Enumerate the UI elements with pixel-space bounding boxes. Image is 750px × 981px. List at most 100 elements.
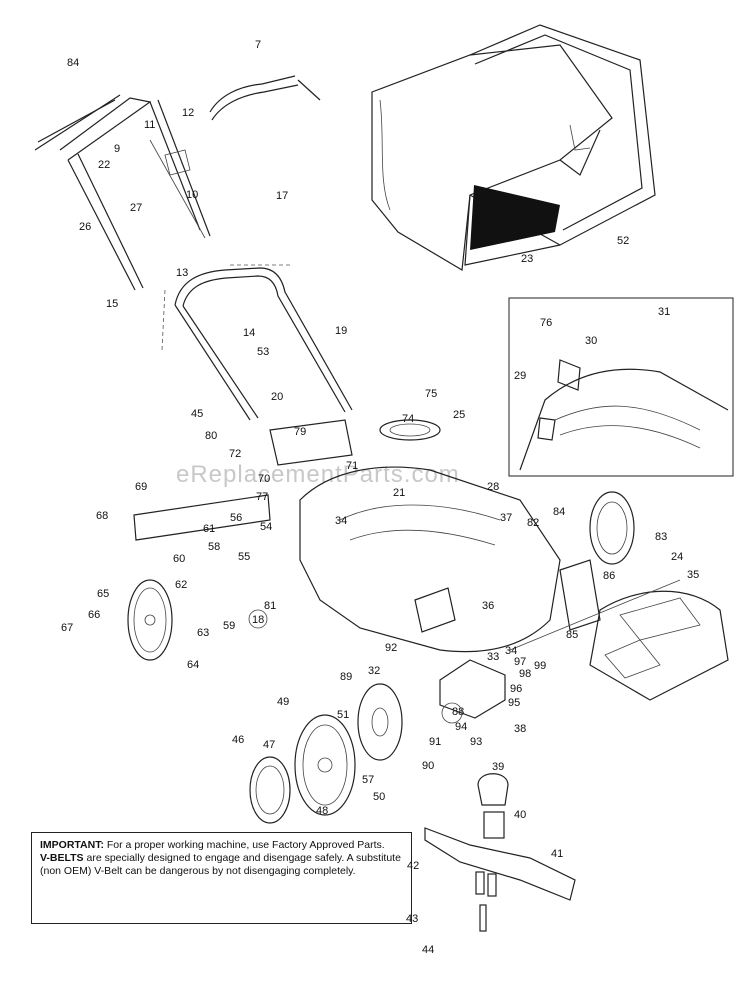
callout-34: 34 [505,645,517,657]
callout-99: 99 [534,660,546,672]
callout-65: 65 [97,588,109,600]
callout-39: 39 [492,761,504,773]
callout-30: 30 [585,335,597,347]
callout-14: 14 [243,327,255,339]
callout-67: 67 [61,622,73,634]
callout-97: 97 [514,656,526,668]
callout-51: 51 [337,709,349,721]
callout-91: 91 [429,736,441,748]
callout-84: 84 [553,506,565,518]
callout-93: 93 [470,736,482,748]
callout-28: 28 [487,481,499,493]
callout-55: 55 [238,551,250,563]
callout-31: 31 [658,306,670,318]
hubcap [249,756,291,824]
callout-18: 18 [252,614,264,626]
callout-41: 41 [551,848,563,860]
callout-71: 71 [346,460,358,472]
callout-56: 56 [230,512,242,524]
callout-81: 81 [264,600,276,612]
callout-77: 77 [256,491,268,503]
callout-9: 9 [114,143,120,155]
callout-89: 89 [340,671,352,683]
callout-35: 35 [687,569,699,581]
callout-53: 53 [257,346,269,358]
callout-50: 50 [373,791,385,803]
callout-79: 79 [294,426,306,438]
blade-assembly [424,773,576,932]
watermark-text: eReplacementParts.com [176,461,460,488]
callout-52: 52 [617,235,629,247]
callout-24: 24 [671,551,683,563]
callout-61: 61 [203,523,215,535]
callout-85: 85 [566,629,578,641]
callout-59: 59 [223,620,235,632]
callout-68: 68 [96,510,108,522]
callout-54: 54 [260,521,272,533]
callout-75: 75 [425,388,437,400]
gear-wheel [357,683,403,761]
callout-49: 49 [277,696,289,708]
callout-88: 88 [452,706,464,718]
right-wheel [589,491,635,565]
callout-22: 22 [98,159,110,171]
grass-bag [371,24,656,271]
callout-7: 7 [255,39,261,51]
rear-cover [589,590,729,701]
callout-84: 84 [67,57,79,69]
callout-82: 82 [527,517,539,529]
vbelts-text: are specially designed to engage and dis… [40,852,401,877]
callout-38: 38 [514,723,526,735]
callout-48: 48 [316,805,328,817]
callout-13: 13 [176,267,188,279]
callout-27: 27 [130,202,142,214]
callout-12: 12 [182,107,194,119]
callout-76: 76 [540,317,552,329]
important-text: For a proper working machine, use Factor… [106,839,385,851]
callout-45: 45 [191,408,203,420]
callout-42: 42 [407,860,419,872]
callout-72: 72 [229,448,241,460]
important-note: IMPORTANT: For a proper working machine,… [31,832,412,924]
vbelts-heading: V-BELTS [40,852,84,864]
callout-47: 47 [263,739,275,751]
lower-handle [161,264,353,421]
callout-25: 25 [453,409,465,421]
callout-64: 64 [187,659,199,671]
callout-36: 36 [482,600,494,612]
callout-66: 66 [88,609,100,621]
front-left-wheel [127,579,173,661]
callout-70: 70 [258,473,270,485]
callout-43: 43 [406,913,418,925]
important-heading: IMPORTANT: [40,839,104,851]
callout-95: 95 [508,697,520,709]
rear-left-wheel [294,714,356,816]
callout-17: 17 [276,190,288,202]
callout-40: 40 [514,809,526,821]
mower-deck [133,419,561,653]
callout-10: 10 [186,189,198,201]
callout-23: 23 [521,253,533,265]
callout-80: 80 [205,430,217,442]
callout-92: 92 [385,642,397,654]
callout-57: 57 [362,774,374,786]
callout-86: 86 [603,570,615,582]
callout-60: 60 [173,553,185,565]
callout-32: 32 [368,665,380,677]
callout-96: 96 [510,683,522,695]
callout-69: 69 [135,481,147,493]
callout-11: 11 [144,119,155,131]
inset-detail [508,297,734,477]
callout-15: 15 [106,298,118,310]
callout-62: 62 [175,579,187,591]
callout-34: 34 [335,515,347,527]
callout-58: 58 [208,541,220,553]
callout-37: 37 [500,512,512,524]
callout-44: 44 [422,944,434,956]
callout-63: 63 [197,627,209,639]
transmission [414,559,681,719]
callout-98: 98 [519,668,531,680]
callout-83: 83 [655,531,667,543]
